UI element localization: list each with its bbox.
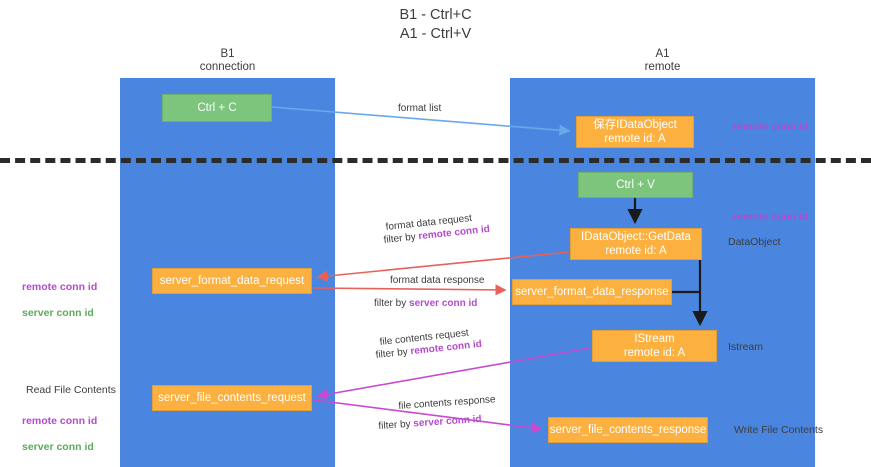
annotation-remote-conn-id-mid: remote conn id: [733, 211, 809, 223]
swimlane-header-b1: B1 connection: [199, 48, 256, 73]
node-label: Ctrl + C: [197, 102, 237, 114]
node-server-file-contents-request[interactable]: server_file_contents_request: [152, 385, 312, 411]
node-label: Ctrl + V: [616, 179, 655, 191]
edge-label-format-list: format list: [398, 103, 442, 114]
filter-prefix: filter by: [383, 231, 420, 246]
node-label: 保存IDataObject: [593, 119, 677, 131]
node-ctrl-c[interactable]: Ctrl + C: [162, 94, 272, 122]
node-server-format-data-request[interactable]: server_format_data_request: [152, 268, 312, 294]
node-label: server_format_data_response: [515, 286, 669, 298]
annotation-read-file-contents: Read File Contents: [26, 384, 116, 396]
node-label: server_file_contents_request: [158, 392, 306, 404]
annotation-write-file-contents: Write File Contents: [734, 424, 824, 436]
node-label: IStream: [634, 333, 675, 345]
annotation-left-conn-ids-bottom: remote conn id server conn id: [22, 402, 97, 454]
node-label: IDataObject::GetData: [581, 231, 691, 243]
node-sublabel: remote id: A: [623, 347, 686, 359]
filter-prefix: filter by: [378, 418, 414, 432]
node-ctrl-v[interactable]: Ctrl + V: [578, 172, 693, 198]
node-sublabel: remote id: A: [604, 133, 666, 145]
node-server-file-contents-response[interactable]: server_file_contents_response: [548, 417, 708, 443]
page-title: B1 - Ctrl+C A1 - Ctrl+V: [399, 7, 472, 42]
node-label: server_format_data_request: [159, 275, 305, 287]
annotation-istream: Istream: [728, 341, 764, 353]
annotation-dataobject: DataObject: [728, 236, 781, 248]
node-server-format-data-response[interactable]: server_format_data_response: [512, 279, 672, 305]
phase-divider: [0, 158, 871, 163]
annotation-left-conn-ids-top: remote conn id server conn id: [22, 268, 97, 320]
node-idataobject[interactable]: 保存IDataObject remote id: A: [576, 116, 694, 148]
annotation-remote-conn-id-top: remote conn id: [733, 121, 809, 133]
annotation-server-conn-id: server conn id: [22, 307, 94, 319]
filter-key: server conn id: [409, 298, 478, 309]
node-istream[interactable]: IStream remote id: A: [592, 330, 717, 362]
node-label: server_file_contents_response: [549, 424, 707, 436]
annotation-server-conn-id: server conn id: [22, 441, 94, 453]
edge-label-format-data-response-filter: filter by server conn id: [374, 297, 477, 310]
node-idataobject-getdata[interactable]: IDataObject::GetData remote id: A: [570, 228, 702, 260]
edge-label-format-data-response: format data response: [390, 275, 485, 286]
filter-prefix: filter by: [374, 298, 410, 309]
filter-prefix: filter by: [375, 346, 412, 361]
node-sublabel: remote id: A: [605, 245, 667, 257]
swimlane-header-a1: A1 remote: [644, 48, 681, 73]
annotation-remote-conn-id: remote conn id: [22, 281, 98, 293]
annotation-remote-conn-id: remote conn id: [22, 415, 98, 427]
